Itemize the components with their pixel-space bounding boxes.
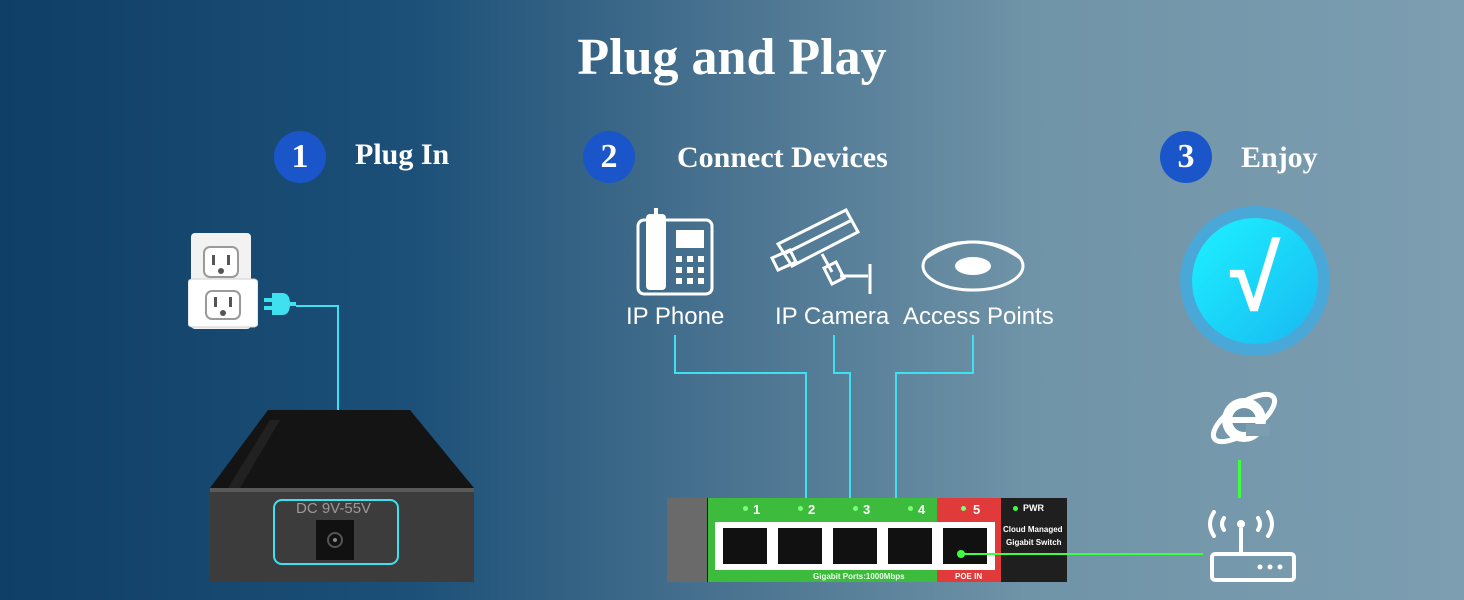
power-outlet-icon	[188, 233, 258, 329]
pwr-label: PWR	[1023, 503, 1044, 513]
ethernet-port-2	[778, 528, 822, 564]
device-label-ip-phone: IP Phone	[626, 303, 725, 330]
poe-injector	[210, 410, 474, 582]
network-switch: 1 2 3 4 5 Gigabit Ports:1000Mbps POE IN …	[667, 498, 1067, 582]
switch-model-line2: Gigabit Switch	[1006, 538, 1062, 547]
ethernet-port-3	[833, 528, 877, 564]
ethernet-port-1	[723, 528, 767, 564]
ip-camera-icon	[770, 208, 872, 294]
poe-in-label: POE IN	[955, 572, 983, 581]
step-2-label: Connect Devices	[677, 141, 888, 174]
port-number: 4	[918, 502, 926, 517]
ethernet-port-4	[888, 528, 932, 564]
uplink-cable	[957, 550, 1203, 558]
port-number: 2	[808, 502, 816, 517]
internet-explorer-icon	[1210, 391, 1278, 445]
step-1-label: Plug In	[355, 138, 450, 171]
port-number: 3	[863, 502, 871, 517]
pwr-led	[1013, 506, 1018, 511]
gigabit-label: Gigabit Ports:1000Mbps	[813, 572, 905, 581]
port-led	[798, 506, 803, 511]
port-led	[743, 506, 748, 511]
enjoy-badge	[1192, 218, 1318, 344]
step-3-number: 3	[1160, 131, 1212, 183]
device-label-access-points: Access Points	[903, 303, 1054, 330]
switch-side-panel	[667, 498, 707, 582]
router-icon	[1208, 510, 1296, 582]
internet-link	[1238, 460, 1241, 498]
port-number: 5	[973, 502, 981, 517]
port-led	[908, 506, 913, 511]
device-label-ip-camera: IP Camera	[775, 303, 890, 330]
port-led	[853, 506, 858, 511]
device-cables	[674, 335, 974, 542]
switch-model-line1: Cloud Managed	[1003, 525, 1063, 534]
plug-icon	[264, 293, 296, 315]
step-3-label: Enjoy	[1241, 141, 1318, 174]
ip-phone-icon	[636, 208, 714, 296]
ethernet-port-5	[943, 528, 987, 564]
port-led	[961, 506, 966, 511]
port-number: 1	[753, 502, 761, 517]
page-title: Plug and Play	[577, 29, 887, 86]
checkmark-icon: √	[1229, 228, 1281, 330]
step-2-number: 2	[583, 131, 635, 183]
injector-voltage-label: DC 9V-55V	[296, 500, 372, 517]
access-point-icon	[921, 240, 1025, 292]
step-1-number: 1	[274, 131, 326, 183]
